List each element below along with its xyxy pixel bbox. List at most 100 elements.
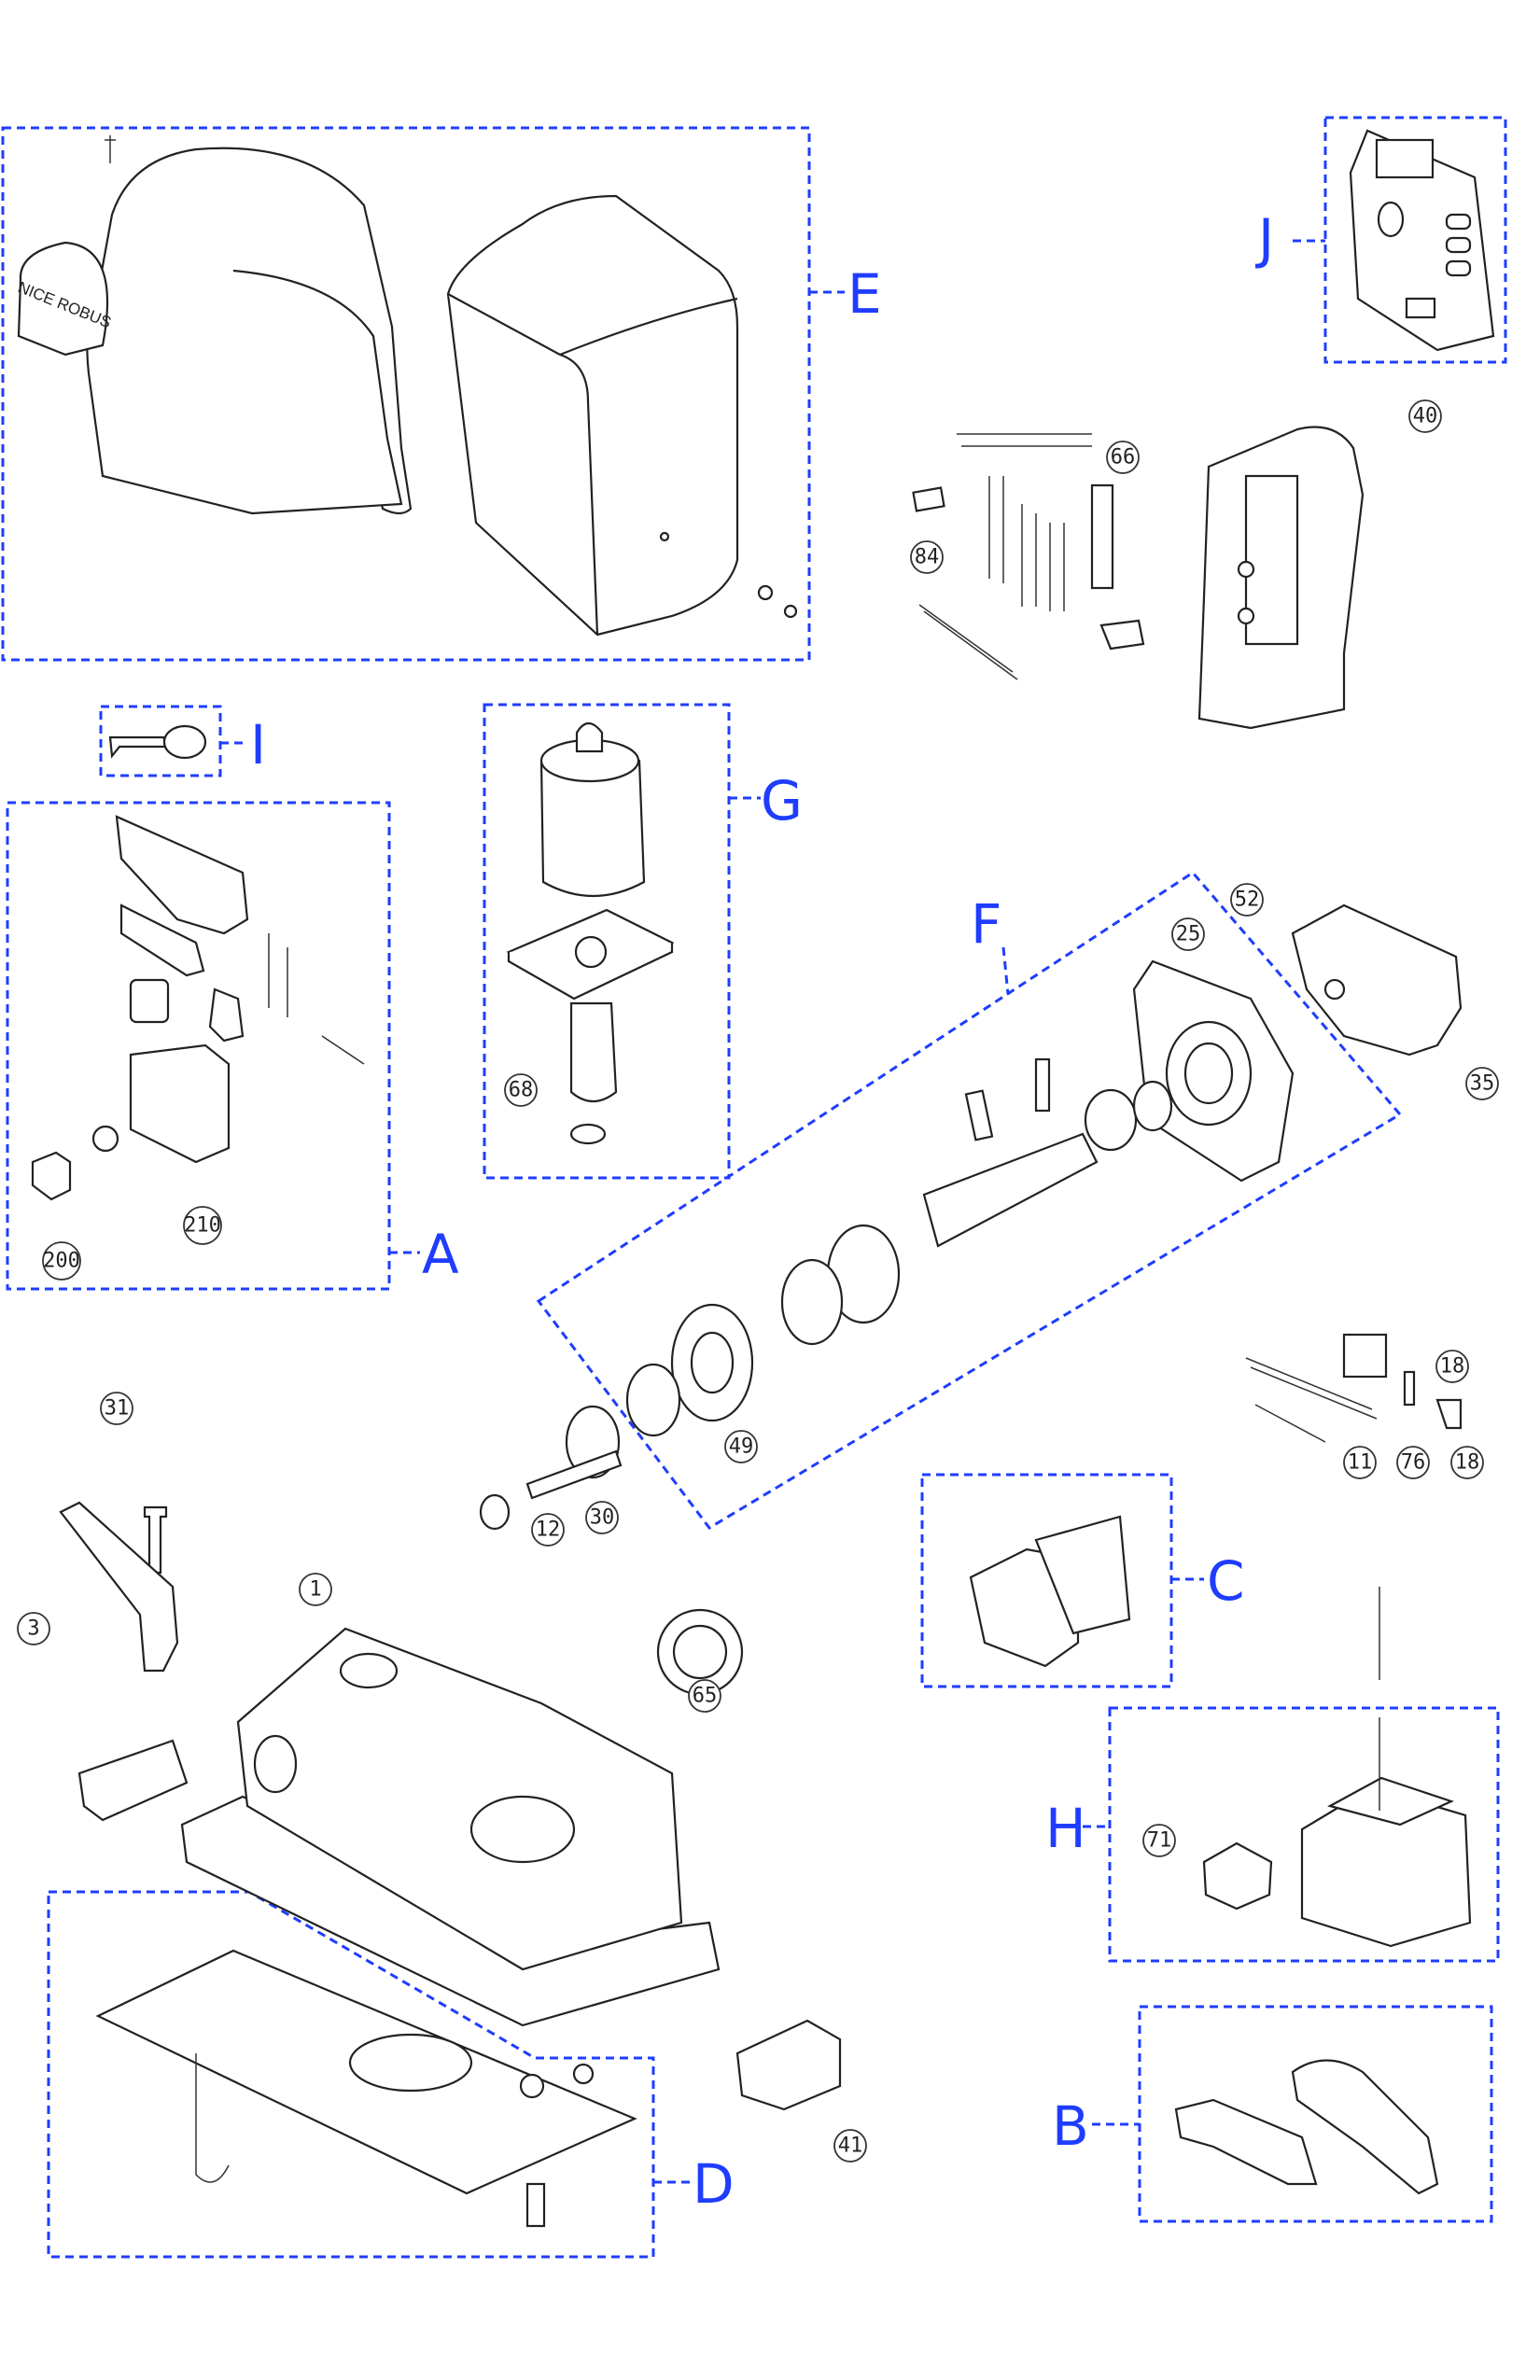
callout-52: 52 <box>1230 883 1264 917</box>
transformer-part <box>1202 1587 1472 1948</box>
callout-circle <box>42 1241 81 1281</box>
callout-40: 40 <box>1408 399 1442 433</box>
group-a-label: A <box>422 1223 459 1286</box>
callout-3: 3 <box>17 1612 50 1645</box>
wiring-harness-part <box>912 426 1365 730</box>
group-b-box <box>1138 2005 1493 2223</box>
callout-200: 200 <box>42 1241 81 1281</box>
callout-circle <box>17 1612 50 1645</box>
callout-circle <box>1106 441 1140 474</box>
callout-circle <box>1230 883 1264 917</box>
callout-66: 66 <box>1106 441 1140 474</box>
callout-number: 1 <box>309 1578 321 1602</box>
group-j-label: J <box>1255 207 1274 271</box>
gearbox-part <box>479 959 1295 1531</box>
callout-number: 84 <box>915 546 940 569</box>
callout-circle <box>299 1573 332 1606</box>
callout-circle <box>833 2129 867 2163</box>
callout-18: 18 <box>1435 1350 1469 1383</box>
callout-layer: 66 40 84 52 25 35 68 210 200 18 11 76 18 49 31 30 12 1 3 65… <box>17 399 1499 2163</box>
group-d-label: D <box>693 2152 735 2216</box>
callout-30: 30 <box>585 1501 619 1534</box>
callout-circle <box>531 1513 565 1547</box>
group-h-label: H <box>1045 1797 1086 1860</box>
control-unit-part <box>1349 129 1495 352</box>
callout-circle <box>910 540 944 574</box>
callout-35: 35 <box>1465 1067 1499 1100</box>
group-j-box <box>1323 116 1507 364</box>
callout-number: 52 <box>1235 889 1260 912</box>
group-i-box <box>99 705 222 777</box>
group-f-label: F <box>971 892 1001 956</box>
callout-number: 11 <box>1348 1451 1373 1475</box>
release-key-part <box>108 724 207 760</box>
callout-circle <box>1465 1067 1499 1100</box>
callout-circle <box>183 1206 222 1245</box>
group-h-box <box>1108 1706 1500 1963</box>
callout-31: 31 <box>100 1392 133 1425</box>
callout-circle <box>1343 1446 1377 1479</box>
group-c-label: C <box>1207 1549 1245 1613</box>
callout-circle <box>724 1430 758 1463</box>
group-e-box <box>1 126 811 662</box>
release-mechanism-part <box>31 815 365 1201</box>
callout-number: 3 <box>27 1617 39 1641</box>
callout-number: 12 <box>536 1519 561 1542</box>
callout-number: 18 <box>1455 1451 1480 1475</box>
callout-65: 65 <box>688 1679 721 1713</box>
callout-number: 25 <box>1176 923 1201 946</box>
callout-210: 210 <box>183 1206 222 1245</box>
callout-number: 65 <box>693 1685 718 1708</box>
group-b-label: B <box>1052 2094 1089 2158</box>
group-f-box <box>536 871 1403 1530</box>
callout-circle <box>1171 917 1205 951</box>
callout-number: 71 <box>1147 1829 1172 1853</box>
callout-circle <box>100 1392 133 1425</box>
callout-49: 49 <box>724 1430 758 1463</box>
callout-circle <box>1435 1350 1469 1383</box>
callout-number: 31 <box>105 1397 130 1421</box>
callout-number: 200 <box>43 1250 80 1273</box>
callout-number: 30 <box>590 1506 615 1530</box>
callout-circle <box>1396 1446 1430 1479</box>
callout-1: 1 <box>299 1573 332 1606</box>
callout-41: 41 <box>833 2129 867 2163</box>
callout-circle <box>504 1073 538 1107</box>
callout-number: 35 <box>1470 1072 1495 1096</box>
callout-76: 76 <box>1396 1446 1430 1479</box>
callout-68: 68 <box>504 1073 538 1107</box>
callout-number: 210 <box>184 1214 221 1238</box>
group-g-label: G <box>761 769 803 833</box>
callout-number: 76 <box>1401 1451 1426 1475</box>
cover-cap-part <box>735 2019 842 2111</box>
callout-circle <box>585 1501 619 1534</box>
callout-number: 40 <box>1413 405 1438 428</box>
callout-number: 66 <box>1111 446 1136 469</box>
callout-number: 49 <box>729 1435 754 1459</box>
limit-switch-part <box>1245 1333 1463 1443</box>
gearmotor-base-part <box>77 1608 744 2027</box>
rear-cover-part <box>446 194 798 637</box>
callout-circle <box>1450 1446 1484 1479</box>
callout-circle <box>1142 1824 1176 1857</box>
group-e-label: E <box>847 262 882 326</box>
callout-25: 25 <box>1171 917 1205 951</box>
callout-71: 71 <box>1142 1824 1176 1857</box>
callout-number: 68 <box>509 1079 534 1102</box>
callout-circle <box>1408 399 1442 433</box>
callout-number: 18 <box>1440 1355 1465 1379</box>
callout-84: 84 <box>910 540 944 574</box>
group-g-box <box>483 703 731 1180</box>
housing-end-cap-part <box>1291 903 1463 1057</box>
release-lever-part <box>59 1501 179 1673</box>
callout-12: 12 <box>531 1513 565 1547</box>
callout-circle <box>688 1679 721 1713</box>
front-cover-part: NICE ROBUS <box>16 135 413 515</box>
foundation-plate-part <box>95 1949 637 2228</box>
motor-part <box>506 721 675 1145</box>
group-i-label: I <box>250 713 266 777</box>
callout-11: 11 <box>1343 1446 1377 1479</box>
callout-18: 18 <box>1450 1446 1484 1479</box>
limit-brackets-part <box>1174 2059 1439 2195</box>
